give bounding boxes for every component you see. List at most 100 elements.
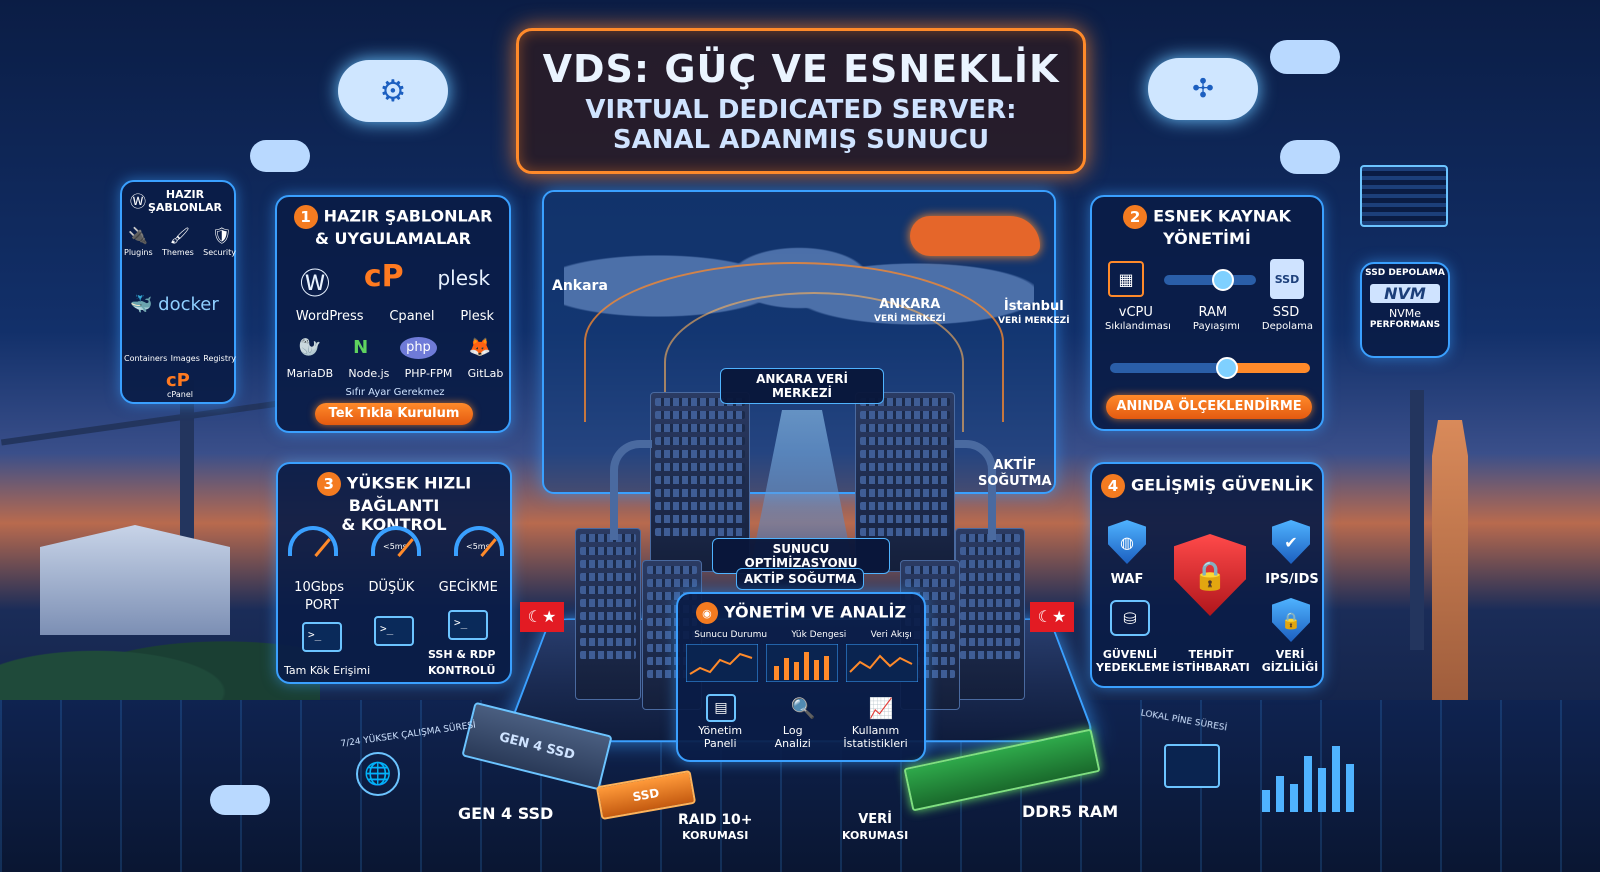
nodejs-icon: N [353,337,369,358]
delay-gauge-icon: <5ms [454,526,504,556]
dc-ankara-sub: VERİ MERKEZİ [874,314,946,324]
status-line-chart [686,644,758,682]
server-rack [955,528,1025,700]
ips-ids-label: IPS/IDS [1265,572,1319,587]
cloud-icon [1280,140,1340,174]
cloud-network-icon: ✣ [1148,58,1258,120]
cooling-pipe [954,440,996,540]
panel-title-2: YÖNETİMİ [1163,229,1251,248]
waf-shield-icon: ◍ [1108,520,1146,564]
registry-label: Registry [203,354,236,363]
mariadb-label: MariaDB [286,367,334,380]
panel-label: Yönetim [698,724,743,737]
terminal-icon: >_ [302,622,342,652]
log-label-2: Analizi [774,737,811,750]
cloud-gear-icon: ⚙ [338,60,448,122]
cloud-icon [1270,40,1340,74]
ssd-sub: Depolama [1261,321,1313,332]
latency-value: <5ms [383,542,407,551]
cpanel-logo: cP [166,370,190,391]
stats-icon: 📈 [868,696,894,720]
ssd-icon: SSD [1270,259,1304,299]
plesk-label: Plesk [460,309,495,324]
vcpu-label: vCPU [1118,305,1153,320]
cloud-icon [250,140,310,172]
cpu-icon: ▦ [1108,261,1144,297]
terminal-icon: >_ [374,616,414,646]
privacy-label: VERİ [1275,648,1305,661]
scale-slider-knob[interactable] [1216,357,1238,379]
root-access-label: Tam Kök Erişimi [284,664,371,677]
server-status-label: Sunucu Durumu [694,630,768,640]
low-label: DÜŞÜK [368,580,415,595]
usage-label-2: İstatistikleri [843,737,908,750]
monitor-icon [1360,165,1448,227]
dc-istanbul-sub: VERİ MERKEZİ [998,316,1070,326]
globe-icon: 🌐 [356,752,400,796]
raid-label: RAID 10+KORUMASI [678,812,753,844]
threat-label-2: İSTİHBARATI [1172,661,1250,674]
scale-slider-track [1110,363,1310,373]
nvme-label-2: PERFORMANS [1369,320,1441,330]
phpfpm-label: PHP-FPM [404,367,453,380]
panel-number: 2 [1123,205,1148,229]
nodejs-label: Node.js [348,367,390,380]
datacenter-tag: ANKARA VERİ MERKEZİ [720,368,884,404]
nvme-mini-title: SSD DEPOLAMA [1365,268,1445,278]
wordpress-label: WordPress [295,309,364,324]
usage-label: Kullanım [851,724,900,737]
cloud-icon [210,785,270,815]
load-bar-chart [766,644,838,682]
port-speed-label: 10Gbps [294,580,345,595]
plesk-icon: plesk [437,266,491,290]
control-label: KONTROLÜ [428,664,496,677]
cpanel-icon: cP [363,259,404,294]
panel-title-2: & UYGULAMALAR [314,229,471,248]
header-subtitle-2: SANAL ADANMIŞ SUNUCU [612,125,990,155]
themes-label: Themes [162,248,194,257]
analytics-icon: ◉ [695,602,718,624]
panel-title: ESNEK KAYNAK [1153,206,1291,226]
instant-scaling-button[interactable]: ANINDA ÖLÇEKLENDİRME [1106,395,1312,419]
delay-value: <5ms [466,542,490,551]
header-title: VDS: GÜÇ VE ESNEKLİK [542,47,1060,91]
temple-building [40,525,230,635]
network-arc [664,292,964,432]
php-icon: php [400,337,437,359]
panel-number: 3 [316,472,341,496]
plug-icon: 🔌 [128,226,148,245]
cooling-pipe [610,440,652,540]
one-click-install-button[interactable]: Tek Tıkla Kurulum [315,403,473,425]
dc-istanbul-title: İstanbul [1003,299,1064,314]
ddr5-ram-label: DDR5 RAM [1022,802,1119,821]
threat-label: TEHDİT [1188,648,1234,661]
ram-slider-knob[interactable] [1212,269,1234,291]
wordpress-icon: Ⓦ [130,192,147,211]
backup-label-2: YEDEKLEME [1096,661,1170,674]
bridge-right [1350,390,1600,650]
data-label-1: VERİ [858,812,893,827]
turkey-flag-icon: ☾★ [1030,602,1074,632]
cpanel-label: Cpanel [389,309,435,324]
log-label: Log [782,724,803,737]
cpanel-label: cPanel [167,390,193,399]
zero-config-note: Sıfır Ayar Gerekmez [345,387,445,398]
backup-icon: ⛁ [1110,600,1150,636]
latency-gauge-icon: <5ms [371,526,421,556]
wordpress-icon: Ⓦ [299,267,330,302]
speed-gauge-icon [288,526,338,556]
panel-title: YÜKSEK HIZLI BAĞLANTI [346,473,472,515]
panel-icon: ▤ [706,694,736,722]
header-subtitle-1: VIRTUAL DEDICATED SERVER: [585,95,1017,125]
active-cooling-l1: AKTİF [993,458,1037,473]
data-flow-label: Veri Akışı [870,630,912,640]
privacy-label-2: GİZLİLİĞİ [1261,661,1319,674]
ssd-label: SSD [1272,305,1300,320]
ram-slider-track [1164,275,1256,285]
